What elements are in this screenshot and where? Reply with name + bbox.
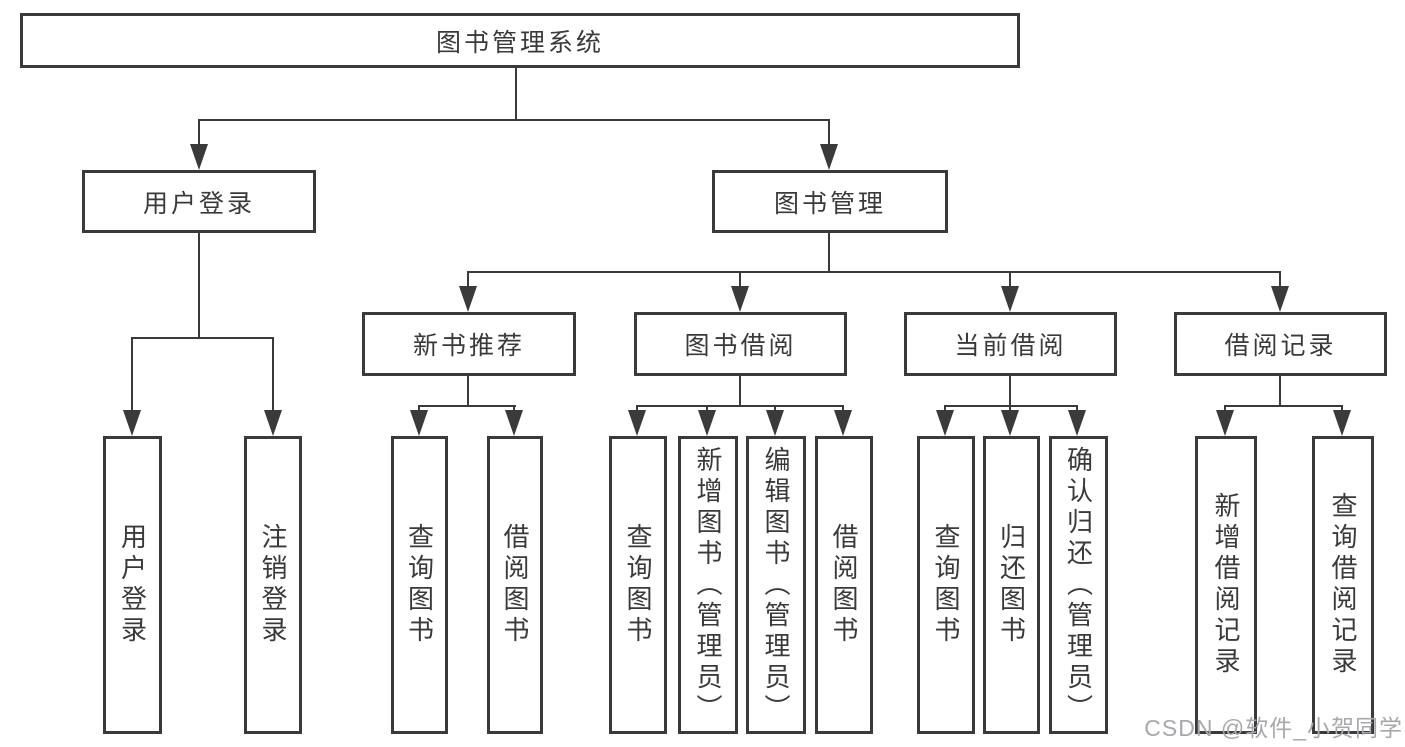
connector-line: [198, 119, 200, 149]
arrowhead-down-icon: [264, 410, 282, 436]
leaf-confirm-return-admin-label: 确认归还（管理员）: [1063, 445, 1094, 725]
leaf-query-book-b: 查询图书: [609, 436, 667, 734]
leaf-add-borrow-record-label: 新增借阅记录: [1211, 492, 1241, 678]
arrowhead-down-icon: [459, 286, 477, 312]
connector-line: [513, 405, 515, 413]
node-user-login: 用户登录: [82, 170, 316, 233]
connector-line: [467, 271, 1281, 273]
arrowhead-down-icon: [820, 144, 838, 170]
connector-line: [1009, 405, 1011, 413]
leaf-borrow-book-b: 借阅图书: [815, 436, 873, 734]
connector-line: [198, 231, 200, 339]
connector-line: [1341, 405, 1343, 413]
leaf-borrow-book-a: 借阅图书: [487, 436, 543, 734]
leaf-query-book-c: 查询图书: [917, 436, 975, 734]
arrowhead-down-icon: [1333, 410, 1351, 436]
connector-line: [418, 405, 516, 407]
connector-line: [828, 119, 830, 149]
connector-line: [198, 119, 830, 121]
node-book-management-label: 图书管理: [773, 189, 886, 218]
leaf-user-login-label: 用户登录: [117, 523, 148, 647]
leaf-return-book: 归还图书: [983, 436, 1040, 734]
connector-line: [1076, 405, 1078, 413]
arrowhead-down-icon: [1001, 286, 1019, 312]
leaf-query-book-b-label: 查询图书: [623, 523, 653, 647]
node-current-borrow: 当前借阅: [904, 312, 1117, 376]
connector-line: [739, 271, 741, 288]
leaf-query-borrow-record: 查询借阅记录: [1312, 436, 1374, 734]
node-root-label: 图书管理系统: [435, 28, 604, 57]
connector-line: [1009, 271, 1011, 288]
node-book-borrow-label: 图书借阅: [684, 332, 797, 360]
leaf-user-login: 用户登录: [103, 436, 162, 734]
arrowhead-down-icon: [1271, 286, 1289, 312]
leaf-logout-label: 注销登录: [258, 523, 288, 647]
arrowhead-down-icon: [410, 410, 428, 436]
csdn-watermark: CSDN @软件_小贺同学: [1144, 715, 1403, 741]
arrowhead-down-icon: [1001, 410, 1019, 436]
arrowhead-down-icon: [834, 410, 852, 436]
leaf-return-book-label: 归还图书: [996, 523, 1027, 647]
leaf-add-book-admin: 新增图书（管理员）: [678, 436, 738, 734]
connector-line: [1224, 405, 1226, 413]
connector-line: [131, 337, 274, 339]
connector-line: [515, 66, 517, 121]
node-borrow-records-label: 借阅记录: [1224, 332, 1337, 360]
leaf-add-book-admin-label: 新增图书（管理员）: [693, 445, 723, 725]
node-new-book-recommend-label: 新书推荐: [412, 332, 525, 360]
leaf-borrow-book-b-label: 借阅图书: [829, 523, 859, 647]
connector-line: [944, 405, 1078, 407]
arrowhead-down-icon: [505, 410, 523, 436]
leaf-query-book-c-label: 查询图书: [931, 523, 961, 647]
connector-line: [272, 337, 274, 413]
connector-line: [842, 405, 844, 413]
arrowhead-down-icon: [698, 410, 716, 436]
node-new-book-recommend: 新书推荐: [362, 312, 576, 376]
leaf-edit-book-admin-label: 编辑图书（管理员）: [761, 445, 791, 725]
leaf-query-borrow-record-label: 查询借阅记录: [1328, 492, 1358, 678]
connector-line: [774, 405, 776, 413]
arrowhead-down-icon: [766, 410, 784, 436]
node-borrow-records: 借阅记录: [1174, 312, 1387, 376]
node-user-login-label: 用户登录: [142, 189, 255, 218]
node-book-management: 图书管理: [712, 170, 948, 233]
connector-line: [467, 374, 469, 407]
connector-line: [1279, 374, 1281, 407]
arrowhead-down-icon: [731, 286, 749, 312]
connector-line: [636, 405, 638, 413]
node-current-borrow-label: 当前借阅: [954, 332, 1067, 360]
leaf-logout: 注销登录: [244, 436, 302, 734]
leaf-borrow-book-a-label: 借阅图书: [500, 523, 530, 647]
arrowhead-down-icon: [190, 144, 208, 170]
leaf-query-book-a-label: 查询图书: [404, 523, 435, 647]
connector-line: [131, 337, 133, 413]
connector-line: [418, 405, 420, 413]
arrowhead-down-icon: [123, 410, 141, 436]
connector-line: [636, 405, 844, 407]
arrowhead-down-icon: [1068, 410, 1086, 436]
leaf-add-borrow-record: 新增借阅记录: [1195, 436, 1257, 734]
connector-line: [739, 374, 741, 407]
leaf-query-book-a: 查询图书: [391, 436, 448, 734]
connector-line: [1279, 271, 1281, 288]
leaf-confirm-return-admin: 确认归还（管理员）: [1049, 436, 1108, 734]
connector-line: [467, 271, 469, 288]
connector-line: [944, 405, 946, 413]
arrowhead-down-icon: [1216, 410, 1234, 436]
node-root: 图书管理系统: [20, 13, 1020, 68]
arrowhead-down-icon: [936, 410, 954, 436]
connector-line: [706, 405, 708, 413]
arrowhead-down-icon: [628, 410, 646, 436]
connector-line: [1224, 405, 1343, 407]
leaf-edit-book-admin: 编辑图书（管理员）: [746, 436, 806, 734]
connector-line: [1009, 374, 1011, 407]
connector-line: [828, 231, 830, 273]
node-book-borrow: 图书借阅: [634, 312, 847, 376]
